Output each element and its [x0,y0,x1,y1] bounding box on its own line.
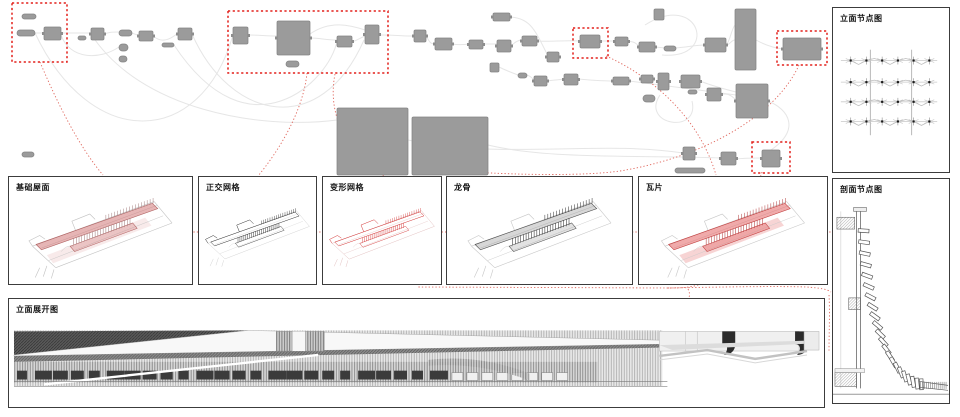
axon-drawing-ortho-grid [205,208,310,267]
panel-title-section-nodes: 剖面节点图 [840,185,883,194]
section-node-diagram [833,207,949,395]
panel-elevation-unfold: 立面展开图 [8,298,825,408]
axon-drawing-base-roof [28,198,173,279]
axon-drawing-deformed-grid [329,208,435,268]
panel-title-elevation-unfold: 立面展开图 [16,305,59,314]
axon-drawing-keel [467,198,612,279]
panel-title-keel: 龙骨 [454,183,471,192]
panel-section-nodes: 剖面节点图 [832,178,950,404]
panel-title-tiles: 瓦片 [646,183,663,192]
panel-title-base-roof: 基础屋面 [16,183,50,192]
panel-title-ortho-grid: 正交网格 [206,183,240,192]
panel-ortho-grid: 正交网格 [198,176,317,285]
panel-deformed-grid: 变形网格 [322,176,442,285]
panel-base-roof: 基础屋面 [8,176,193,285]
axon-drawing-tiles [661,198,805,279]
panel-title-deformed-grid: 变形网格 [330,183,364,192]
panel-title-elevation-nodes: 立面节点图 [840,14,883,23]
unfolded-elevation-drawing [13,330,820,387]
panel-keel: 龙骨 [446,176,633,285]
panel-tiles: 瓦片 [638,176,828,285]
panel-elevation-nodes: 立面节点图 [832,7,950,173]
elevation-node-diagram [840,49,938,136]
